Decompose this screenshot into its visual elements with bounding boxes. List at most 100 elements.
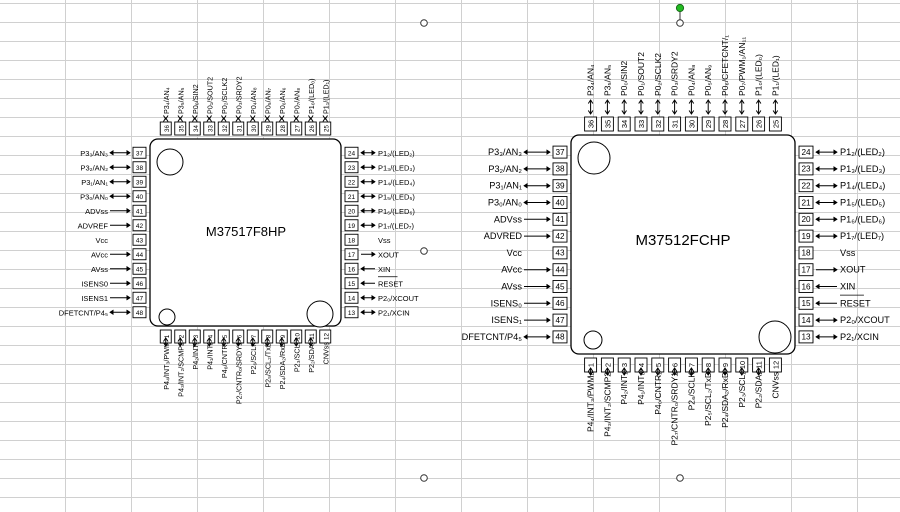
pin-label: P3₂/AN₂: [488, 164, 522, 174]
svg-text:23: 23: [348, 165, 356, 172]
pin-label: P0₂/SCLK2: [220, 78, 229, 114]
pin-29: 29 P0₅/AN₇: [261, 87, 274, 136]
svg-text:8: 8: [265, 334, 272, 338]
pin-label: P1₂/(LED₂): [378, 149, 415, 158]
svg-text:12: 12: [323, 333, 330, 340]
svg-text:21: 21: [801, 198, 811, 207]
pin-label: P0₂/SCLK2: [653, 53, 663, 96]
pin-label: XOUT: [840, 265, 866, 275]
pin-label: ISENS0: [81, 279, 108, 288]
svg-text:11: 11: [309, 333, 316, 340]
pin-label: P4₄/INT₃/PWM: [162, 342, 171, 390]
pin-label: P4₀/CNTR₁: [220, 341, 229, 378]
pin-label: P2₆/SCLK: [686, 372, 696, 411]
svg-text:17: 17: [348, 252, 356, 259]
chip-body: [149, 138, 342, 327]
pin-label: P2₀/XCOUT: [378, 294, 419, 303]
svg-text:46: 46: [136, 281, 144, 288]
svg-text:15: 15: [348, 281, 356, 288]
svg-text:7: 7: [251, 334, 258, 338]
mounting-mark: [758, 320, 792, 354]
svg-text:39: 39: [555, 182, 565, 191]
svg-text:13: 13: [801, 333, 811, 342]
svg-text:12: 12: [771, 361, 780, 369]
svg-text:28: 28: [721, 120, 730, 128]
left-chip-picture[interactable]: M37517F8HP37P3₃/AN₃38P3₂/AN₂39P3₁/AN₁40P…: [59, 76, 419, 404]
pin1-index-mark: [158, 308, 176, 326]
resize-handle: [420, 19, 428, 27]
pin-label: ADVss: [494, 214, 522, 224]
svg-text:23: 23: [801, 165, 811, 174]
pin-label: AVss: [91, 265, 108, 274]
pin-label: P0₅/AN₇: [263, 87, 272, 114]
svg-text:43: 43: [555, 249, 565, 258]
pin-label: P1₁/(LED₁): [770, 55, 780, 96]
svg-text:32: 32: [222, 125, 229, 132]
pin-label: P3₃/AN₃: [488, 147, 522, 157]
pin-label: P2₀/XCOUT: [840, 315, 890, 325]
pin-label: RESET: [840, 298, 871, 308]
svg-text:36: 36: [164, 125, 171, 132]
svg-text:41: 41: [555, 215, 565, 224]
pin-label: ADVss: [85, 207, 108, 216]
svg-text:41: 41: [136, 209, 144, 216]
right-chip-picture[interactable]: M37512FCHP37P3₃/AN₃38P3₂/AN₂39P3₁/AN₁40P…: [462, 35, 891, 446]
svg-text:26: 26: [755, 120, 764, 128]
pin-29: 29 P0₅/AN₉: [701, 65, 715, 132]
svg-text:15: 15: [801, 299, 811, 308]
pin-label: P0₇/PWM₁/AN₁₁: [737, 37, 747, 96]
svg-text:19: 19: [801, 232, 811, 241]
svg-text:38: 38: [136, 165, 144, 172]
pin-label: P1₃/(LED₃): [378, 163, 415, 172]
resize-handle: [420, 247, 428, 255]
pin-label: P2₇/CNTR₀/SRDY1: [234, 342, 243, 404]
pin-label: XIN: [840, 282, 855, 292]
pin-label: P1₃/(LED₃): [840, 164, 885, 174]
pin-label: P0₃/SRDY2: [234, 76, 243, 114]
svg-text:29: 29: [704, 120, 713, 128]
svg-text:5: 5: [222, 334, 229, 338]
pin-label: Vss: [378, 236, 391, 245]
svg-text:24: 24: [801, 148, 811, 157]
pin-label: P0₅/AN₉: [703, 65, 713, 96]
svg-text:48: 48: [136, 310, 144, 317]
svg-text:47: 47: [136, 296, 144, 303]
selection-handles[interactable]: [420, 3, 685, 482]
svg-text:26: 26: [309, 125, 316, 132]
pin-label: AVcc: [501, 265, 522, 275]
svg-text:29: 29: [265, 125, 272, 132]
svg-text:2: 2: [603, 363, 612, 367]
pin-label: P2₂/SDA₁: [754, 372, 764, 409]
